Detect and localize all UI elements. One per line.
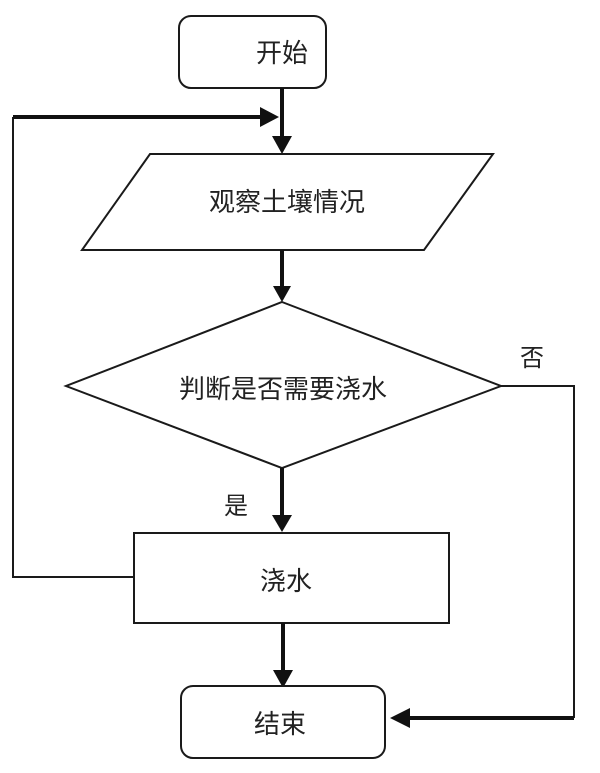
edge-water-to-observe-loop	[12, 107, 279, 578]
end-label: 结束	[254, 710, 306, 740]
edge-decision-to-water-yes: 是	[224, 468, 292, 532]
edge-observe-to-decision	[273, 250, 291, 302]
node-end: 结束	[180, 685, 386, 759]
start-terminal-shape	[178, 15, 327, 89]
arrowhead-right-icon	[260, 107, 279, 127]
node-observe: 观察土壤情况	[80, 153, 495, 251]
end-terminal-shape	[180, 685, 386, 759]
decision-label: 判断是否需要浇水	[179, 375, 387, 405]
arrowhead-down-icon	[272, 515, 292, 532]
arrowhead-left-icon	[390, 708, 410, 728]
node-water: 浇水	[133, 532, 450, 624]
start-label: 开始	[256, 39, 308, 69]
edge-decision-to-end-no: 否	[390, 344, 575, 728]
edge-start-to-observe	[272, 88, 292, 154]
water-label: 浇水	[260, 567, 312, 597]
observe-label: 观察土壤情况	[209, 188, 365, 218]
observe-parallelogram-shape	[80, 153, 495, 251]
arrowhead-down-icon	[272, 136, 292, 154]
arrowhead-down-icon	[273, 670, 293, 688]
node-start: 开始	[178, 15, 327, 89]
no-branch-line	[501, 385, 575, 718]
edge-water-to-end	[273, 623, 293, 688]
yes-label: 是	[224, 492, 248, 520]
arrowhead-down-icon	[273, 286, 291, 302]
water-process-shape	[133, 532, 450, 624]
loop-line-left	[12, 117, 135, 578]
no-label: 否	[520, 344, 544, 372]
node-decision: 判断是否需要浇水	[63, 300, 504, 470]
